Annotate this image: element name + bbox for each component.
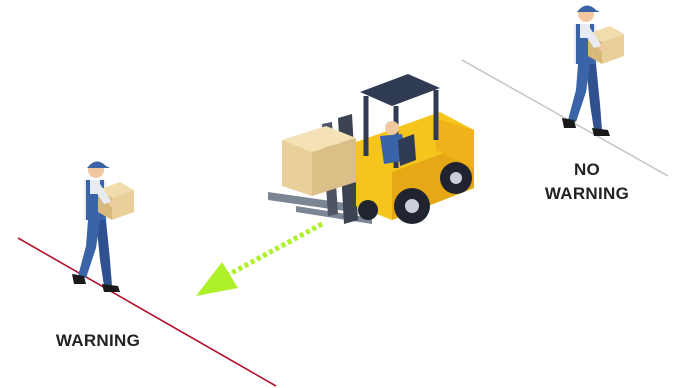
dotted-arrow-icon bbox=[196, 224, 322, 296]
forklift-icon bbox=[268, 74, 474, 224]
warning-label: WARNING bbox=[38, 331, 158, 351]
worker-carrying-box-icon bbox=[72, 161, 134, 292]
no-warning-label-line2: WARNING bbox=[528, 182, 646, 206]
worker-carrying-box-icon bbox=[562, 5, 624, 136]
no-warning-label-line1: NO bbox=[528, 158, 646, 182]
no-warning-label: NO WARNING bbox=[528, 158, 646, 206]
warning-boundary-line bbox=[18, 238, 276, 386]
